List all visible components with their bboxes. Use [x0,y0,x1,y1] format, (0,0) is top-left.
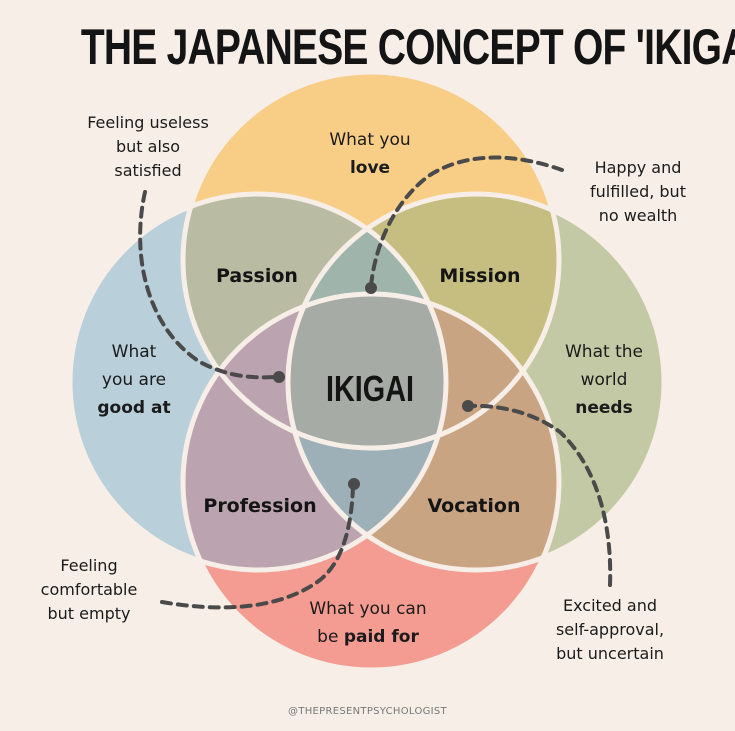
label-what-you-can-be-paid-for: What you can be paid for [309,599,427,647]
connector-bottom-left [160,484,355,610]
connector-dot-mission [365,282,377,294]
note-bottom-left: Feeling comfortable but empty [40,556,138,623]
label-what-the-world-needs: What the world needs [565,342,643,418]
credit-handle: @THEPRESENTPSYCHOLOGIST [288,706,447,717]
connector-dot-profession [348,478,360,490]
connector-top-right [369,155,564,288]
note-top-left: Feeling useless but also satisfied [87,113,209,180]
connector-dot-vocation [462,400,474,412]
connector-top-left [138,190,278,380]
note-bottom-right: Excited and self-approval, but uncertain [555,596,665,663]
note-top-right: Happy and fulfilled, but no wealth [590,158,686,225]
page-title: THE JAPANESE CONCEPT OF 'IKIGAI' [80,19,735,75]
label-what-you-love: What you love [329,130,411,178]
connector-dot-passion [273,371,285,383]
zone-passion-label: Passion [216,265,298,287]
zone-profession-label: Profession [203,495,317,517]
label-what-you-are-good-at: What you are good at [97,342,171,418]
zone-vocation-label: Vocation [427,495,521,517]
connector-bottom-right [466,403,613,587]
zone-mission-label: Mission [439,265,521,287]
zone-ikigai-label: IKIGAI [325,368,414,409]
